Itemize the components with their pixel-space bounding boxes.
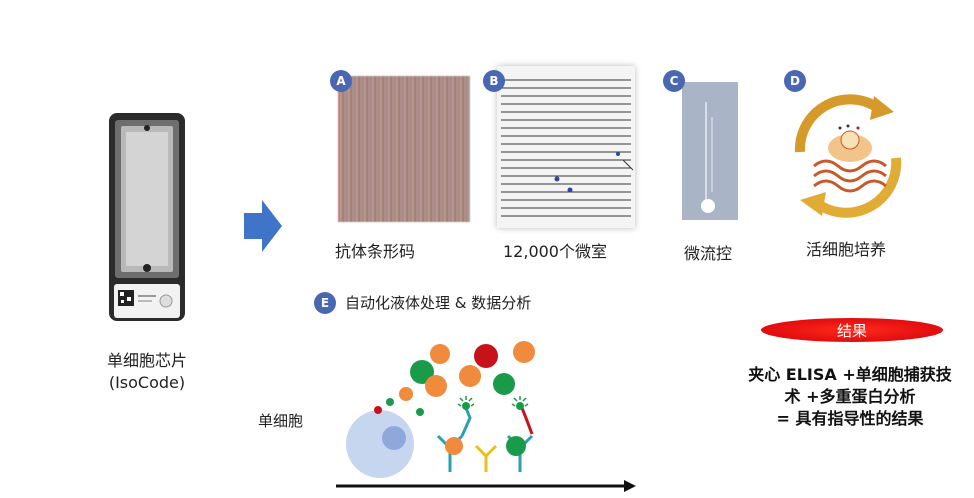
- cell-culture-cycle-icon: [794, 94, 902, 218]
- step-e-label: 自动化液体处理 & 数据分析: [345, 294, 532, 312]
- results-line3: = 具有指导性的结果: [776, 409, 924, 428]
- chip-caption-line1: 单细胞芯片: [106, 351, 187, 370]
- panel-b-image: [497, 66, 635, 228]
- panel-a-image: [338, 76, 470, 222]
- chip-caption: 单细胞芯片 (IsoCode): [88, 350, 206, 394]
- results-line1: 夹心 ELISA +单细胞捕获技: [748, 365, 952, 384]
- panel-c-label: 微流控: [684, 244, 733, 263]
- panel-b-label: 12,000个微室: [503, 242, 607, 261]
- chip-caption-line2: (IsoCode): [108, 373, 186, 392]
- step-e-badge: E: [314, 292, 336, 314]
- microfluidic-channel: [701, 102, 715, 213]
- flow-arrow: [244, 200, 282, 256]
- results-title: 结果: [761, 318, 943, 342]
- chip-illustration: [109, 113, 185, 321]
- panel-c-badge: C: [663, 70, 685, 92]
- results-line2: 术 +多重蛋白分析: [784, 387, 916, 406]
- panel-a-badge: A: [330, 70, 352, 92]
- panel-d-label: 活细胞培养: [806, 240, 887, 259]
- results-description: 夹心 ELISA +单细胞捕获技 术 +多重蛋白分析 = 具有指导性的结果: [720, 364, 974, 430]
- protein-capture-illustration: [330, 336, 640, 494]
- panel-d-image: [778, 92, 916, 218]
- panel-a-label: 抗体条形码: [335, 242, 416, 261]
- single-cell-chip: [108, 112, 186, 322]
- right-arrow-icon: [244, 200, 282, 252]
- microchamber-lines: [501, 79, 634, 217]
- panel-d-badge: D: [784, 70, 806, 92]
- single-cell-label: 单细胞: [258, 412, 304, 430]
- panel-b-badge: B: [483, 70, 505, 92]
- panel-c-image: [682, 82, 738, 220]
- elisa-capture-diagram: [336, 341, 636, 492]
